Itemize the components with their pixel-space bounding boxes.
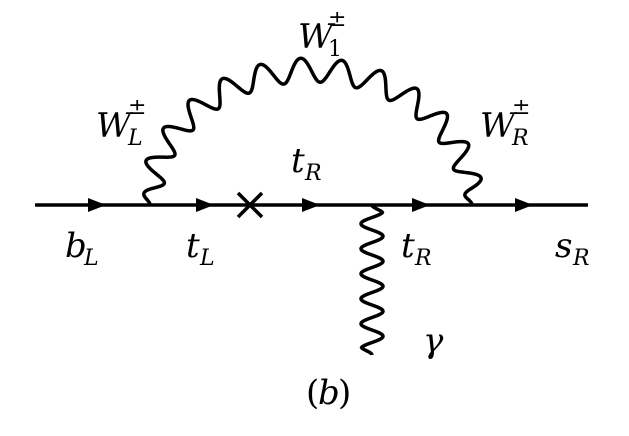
svg-text:γ: γ: [423, 321, 444, 361]
label-wl: W ± L: [96, 95, 146, 151]
svg-text:(: (: [306, 373, 319, 413]
photon-line: [359, 203, 385, 357]
label-t-r-bottom: t R: [401, 226, 432, 271]
svg-text:R: R: [304, 161, 322, 186]
svg-text:±: ±: [512, 95, 530, 120]
mass-insertion-cross: [236, 191, 264, 219]
caption: ( b ): [306, 373, 351, 413]
svg-text:t: t: [186, 226, 200, 266]
svg-text:): ): [338, 373, 351, 413]
label-w1: W ± 1: [298, 7, 346, 62]
arrow-b-left: [88, 198, 106, 212]
svg-text:R: R: [511, 126, 529, 151]
svg-text:b: b: [65, 226, 87, 266]
svg-text:±: ±: [328, 7, 346, 32]
svg-text:s: s: [555, 226, 572, 266]
label-b-l: b L: [65, 226, 99, 271]
label-gamma: γ: [423, 321, 444, 361]
svg-text:W: W: [298, 17, 336, 57]
label-wr: W ± R: [480, 95, 530, 151]
arrow-t-right: [412, 198, 430, 212]
label-t-l: t L: [186, 226, 215, 271]
label-s-r: s R: [555, 226, 590, 271]
arrow-s-right: [515, 198, 533, 212]
svg-text:1: 1: [328, 37, 342, 62]
arrow-t-left: [196, 198, 214, 212]
svg-text:R: R: [572, 246, 590, 271]
arrow-t-mid: [302, 198, 320, 212]
w-boson-loop: [142, 56, 483, 207]
svg-text:L: L: [127, 126, 143, 151]
svg-text:R: R: [414, 246, 432, 271]
svg-text:L: L: [199, 246, 215, 271]
svg-text:±: ±: [128, 95, 146, 120]
svg-text:t: t: [401, 226, 415, 266]
svg-text:L: L: [83, 246, 99, 271]
label-t-r-top: t R: [291, 141, 322, 186]
svg-text:W: W: [96, 106, 134, 146]
svg-text:t: t: [291, 141, 305, 181]
svg-text:W: W: [480, 106, 518, 146]
svg-text:b: b: [318, 373, 340, 413]
